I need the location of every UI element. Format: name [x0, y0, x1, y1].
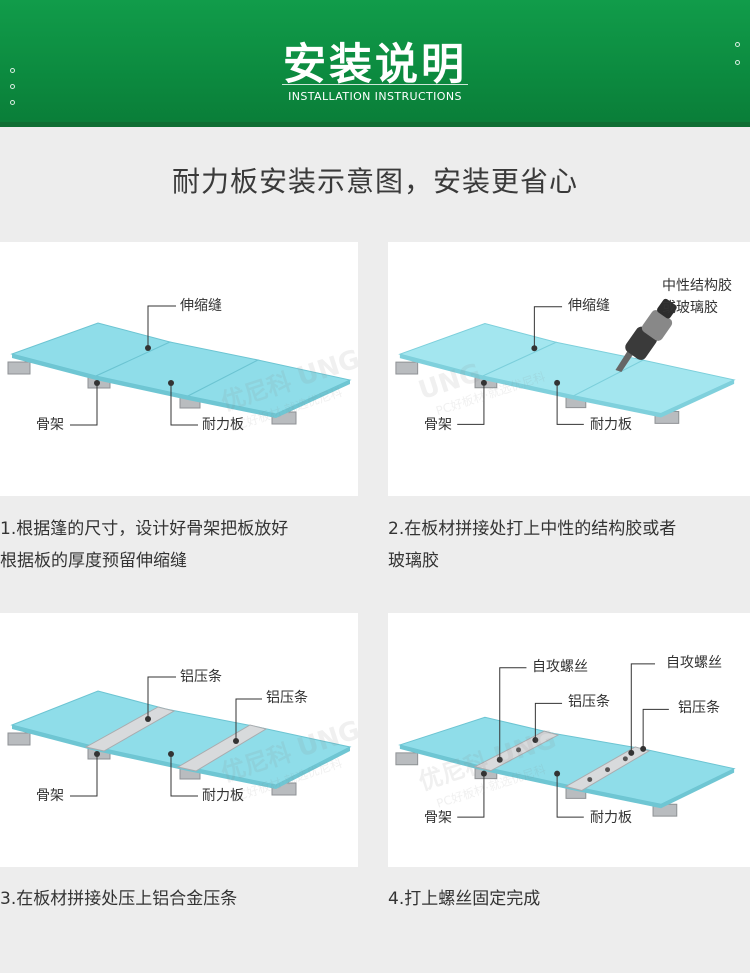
decor-dot-icon [735, 42, 740, 47]
marker-dots [480, 345, 561, 386]
caption-line: 玻璃胶 [388, 551, 439, 571]
boards [10, 322, 352, 415]
marker-dots [94, 345, 174, 386]
label-structural-glue: 中性结构胶 [662, 278, 732, 294]
label-frame: 骨架 [36, 788, 64, 804]
marker-dots [94, 716, 239, 757]
caption-line: 3.在板材拼接处压上铝合金压条 [0, 889, 238, 909]
step-2-diagram: UNG PC好板材·就选优尼科 [395, 298, 736, 425]
label-board: 耐力板 [590, 810, 632, 826]
caption-line: 2.在板材拼接处打上中性的结构胶或者 [388, 519, 677, 539]
label-glass-glue: 或玻璃胶 [662, 300, 718, 316]
decor-dot-icon [10, 68, 15, 73]
label-aluminum-strip: 铝压条 [180, 669, 222, 685]
section-heading: 耐力板安装示意图，安装更省心 [171, 165, 578, 198]
leader-lines [457, 306, 584, 425]
label-self-tapping-screw: 自攻螺丝 [532, 659, 588, 675]
title-divider [282, 84, 468, 85]
board-edges [12, 354, 350, 418]
page-subtitle: INSTALLATION INSTRUCTIONS [288, 90, 462, 103]
label-aluminum-strip: 铝压条 [266, 690, 308, 706]
label-expansion-joint: 伸缩缝 [568, 298, 610, 314]
step-3-diagram: 优尼科 UNG PC好板材·就选优尼科 [7, 676, 358, 805]
label-frame: 骨架 [424, 810, 452, 826]
step-2-caption: 2.在板材拼接处打上中性的结构胶或者 玻璃胶 [388, 513, 750, 577]
label-board: 耐力板 [202, 417, 244, 433]
label-self-tapping-screw: 自攻螺丝 [666, 655, 722, 671]
banner-underline [0, 122, 750, 127]
board-edges [399, 744, 735, 809]
label-frame: 骨架 [424, 417, 452, 433]
step-1-diagram: 优尼科 UNG PC好板材·就选优尼科 [7, 305, 358, 434]
glue-gun-icon [615, 298, 677, 372]
caption-line: 4.打上螺丝固定完成 [388, 889, 541, 909]
label-aluminum-strip: 铝压条 [568, 694, 610, 710]
decor-dot-icon [10, 100, 15, 105]
page-title: 安装说明 [283, 40, 467, 90]
decor-dot-icon [10, 84, 15, 89]
step-1-caption: 1.根据篷的尺寸，设计好骨架把板放好 根据板的厚度预留伸缩缝 [0, 513, 360, 577]
step-1-illustration: 优尼科 UNG PC好板材·就选优尼科 伸缩缝 骨架 耐力板 [0, 242, 358, 496]
label-board: 耐力板 [590, 417, 632, 433]
label-frame: 骨架 [36, 417, 64, 433]
header-banner: 安装说明 INSTALLATION INSTRUCTIONS [0, 0, 750, 127]
step-3-illustration: 优尼科 UNG PC好板材·就选优尼科 铝压条 铝压条 骨架 耐力板 [0, 613, 358, 867]
leader-lines [70, 676, 262, 797]
step-4-illustration: 优尼科 UNG PC好板材·就选优尼科 自攻螺丝 铝压条 自攻螺丝 铝压条 骨架… [388, 613, 750, 867]
step-3-caption: 3.在板材拼接处压上铝合金压条 [0, 883, 360, 915]
label-board: 耐力板 [202, 788, 244, 804]
caption-line: 根据板的厚度预留伸缩缝 [0, 551, 187, 571]
leader-lines [457, 663, 669, 818]
aluminum-strips [84, 706, 268, 772]
step-4-diagram: 优尼科 UNG PC好板材·就选优尼科 [395, 663, 736, 818]
step-4-caption: 4.打上螺丝固定完成 [388, 883, 750, 915]
step-2-illustration: UNG PC好板材·就选优尼科 伸缩缝 中性结构胶 或玻璃胶 骨架 耐力板 [388, 242, 750, 496]
label-aluminum-strip: 铝压条 [678, 700, 720, 716]
board-edges [399, 354, 735, 418]
decor-dot-icon [735, 60, 740, 65]
board-edges [12, 725, 350, 789]
marker-dots [480, 737, 647, 777]
boards [398, 322, 736, 415]
leader-lines [70, 305, 198, 426]
boards [10, 690, 352, 786]
caption-line: 1.根据篷的尺寸，设计好骨架把板放好 [0, 519, 289, 539]
label-expansion-joint: 伸缩缝 [180, 298, 222, 314]
